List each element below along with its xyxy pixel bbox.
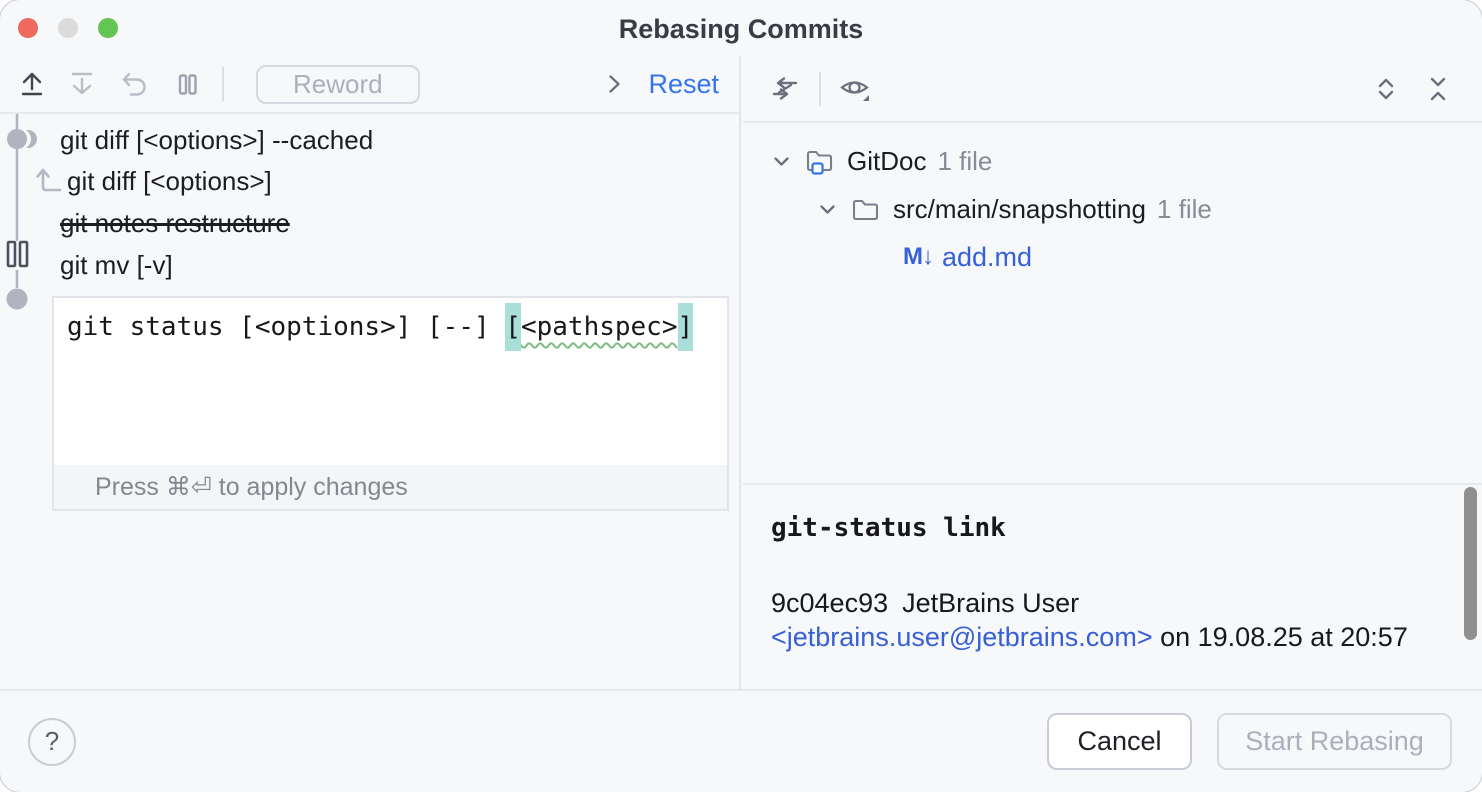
commits-toolbar: Reword Reset [0, 56, 739, 114]
commit-list: git diff [<options>] --cached git diff [… [0, 114, 739, 689]
folder-project-icon [804, 146, 835, 177]
reword-editor[interactable]: git status [<options>] [--] [<pathspec>]… [52, 296, 729, 511]
reset-link[interactable]: Reset [648, 68, 719, 99]
file-count: 1 file [937, 145, 993, 176]
commit-details-meta: 9c04ec93 JetBrains User <jetbrains.user@j… [771, 586, 1442, 654]
help-icon: ? [44, 726, 60, 756]
pause-icon [172, 70, 201, 99]
folder-icon [850, 194, 881, 225]
close-window-button[interactable] [18, 18, 38, 38]
vertical-scrollbar-thumb[interactable] [1464, 487, 1477, 640]
cancel-button[interactable]: Cancel [1047, 713, 1192, 770]
stop-to-edit-button[interactable] [166, 64, 206, 104]
titlebar: Rebasing Commits [0, 0, 1482, 56]
changes-panel: GitDoc 1 file src/main/snapshotting 1 fi… [743, 56, 1482, 689]
message-text: git status [<options>] [--] [67, 312, 506, 342]
move-commit-up-icon [18, 70, 46, 98]
move-commit-down-button[interactable] [62, 64, 102, 104]
toolbar-separator [819, 71, 821, 106]
commit-graph-gutter [6, 114, 37, 310]
changed-files-tree: GitDoc 1 file src/main/snapshotting 1 fi… [743, 123, 1482, 483]
swap-sides-button[interactable] [765, 69, 805, 109]
chevron-down-icon[interactable] [773, 156, 790, 167]
toolbar-separator [222, 67, 224, 101]
commit-message-line[interactable]: git status [<options>] [--] [<pathspec>] [54, 298, 727, 351]
commit-row[interactable]: git diff [<options>] --cached [60, 119, 373, 161]
pause-icon [6, 240, 29, 268]
preview-options-button[interactable] [835, 69, 875, 109]
tree-row-project[interactable]: GitDoc 1 file [743, 137, 1482, 185]
author-email-link[interactable]: <jetbrains.user@jetbrains.com> [771, 622, 1153, 652]
eye-preview-icon [839, 75, 871, 103]
matched-bracket-close: ] [677, 303, 694, 351]
squash-into-previous-arrow-icon [33, 166, 63, 196]
window-title: Rebasing Commits [618, 14, 864, 44]
zoom-window-button[interactable] [98, 18, 118, 38]
help-button[interactable]: ? [28, 717, 76, 766]
file-count: 1 file [1156, 193, 1212, 224]
commit-hash: 9c04ec93 [771, 588, 889, 618]
undo-icon [120, 70, 149, 99]
tree-row-file[interactable]: M↓ add.md [743, 233, 1482, 281]
commit-author: JetBrains User [902, 588, 1080, 618]
typo-token: <pathspec> [520, 312, 678, 342]
directory-name: src/main/snapshotting [893, 193, 1146, 224]
chevron-down-icon[interactable] [819, 204, 836, 215]
commit-row[interactable]: git diff [<options>] [33, 160, 272, 202]
commit-row[interactable]: git notes restructure [60, 202, 290, 244]
collapse-all-icon [1424, 75, 1452, 103]
minimize-window-button[interactable] [58, 18, 78, 38]
expand-all-button[interactable] [1366, 69, 1406, 109]
swap-sides-icon [770, 74, 800, 104]
move-commit-down-icon [68, 70, 96, 98]
start-rebasing-button[interactable]: Start Rebasing [1217, 713, 1452, 770]
commit-subject: git diff [<options>] --cached [60, 124, 374, 155]
undo-button[interactable] [114, 64, 154, 104]
tree-row-directory[interactable]: src/main/snapshotting 1 file [743, 185, 1482, 233]
changes-toolbar [743, 56, 1482, 123]
commit-subject: git diff [<options>] [67, 165, 272, 196]
commit-details: git-status link 9c04ec93 JetBrains User <… [743, 483, 1482, 689]
file-name: add.md [942, 241, 1033, 272]
collapse-all-button[interactable] [1418, 69, 1458, 109]
hint-text: Press ⌘⏎ to apply changes [95, 473, 408, 501]
expand-all-icon [1372, 75, 1400, 103]
matched-bracket-open: [ [505, 303, 521, 351]
commit-subject: git mv [-v] [60, 249, 173, 280]
project-name: GitDoc [847, 145, 927, 176]
chevron-right-icon[interactable] [608, 74, 621, 94]
move-commit-up-button[interactable] [12, 64, 52, 104]
commits-panel: Reword Reset [0, 56, 741, 689]
markdown-file-icon: M↓ [903, 243, 934, 270]
commit-subject-dropped: git notes restructure [60, 207, 290, 238]
commit-date: on 19.08.25 at 20:57 [1160, 622, 1408, 652]
dialog-footer: ? Cancel Start Rebasing [0, 689, 1482, 792]
commit-details-subject: git-status link [771, 513, 1006, 543]
apply-changes-hint: Press ⌘⏎ to apply changes [54, 465, 727, 509]
reword-button[interactable]: Reword [256, 64, 420, 104]
commit-row[interactable]: git mv [-v] [60, 244, 173, 286]
